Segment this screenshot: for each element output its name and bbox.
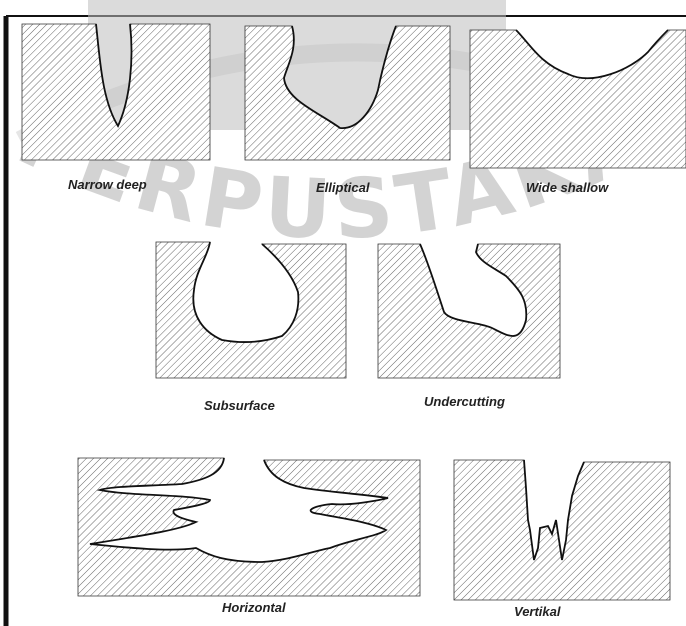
label-elliptical: Elliptical bbox=[316, 180, 370, 195]
label-narrow-deep: Narrow deep bbox=[68, 177, 147, 192]
label-subsurface: Subsurface bbox=[204, 398, 275, 413]
label-vertikal: Vertikal bbox=[514, 604, 561, 619]
label-horizontal: Horizontal bbox=[222, 600, 286, 615]
label-undercutting: Undercutting bbox=[424, 394, 505, 409]
label-wide-shallow: Wide shallow bbox=[526, 180, 609, 195]
